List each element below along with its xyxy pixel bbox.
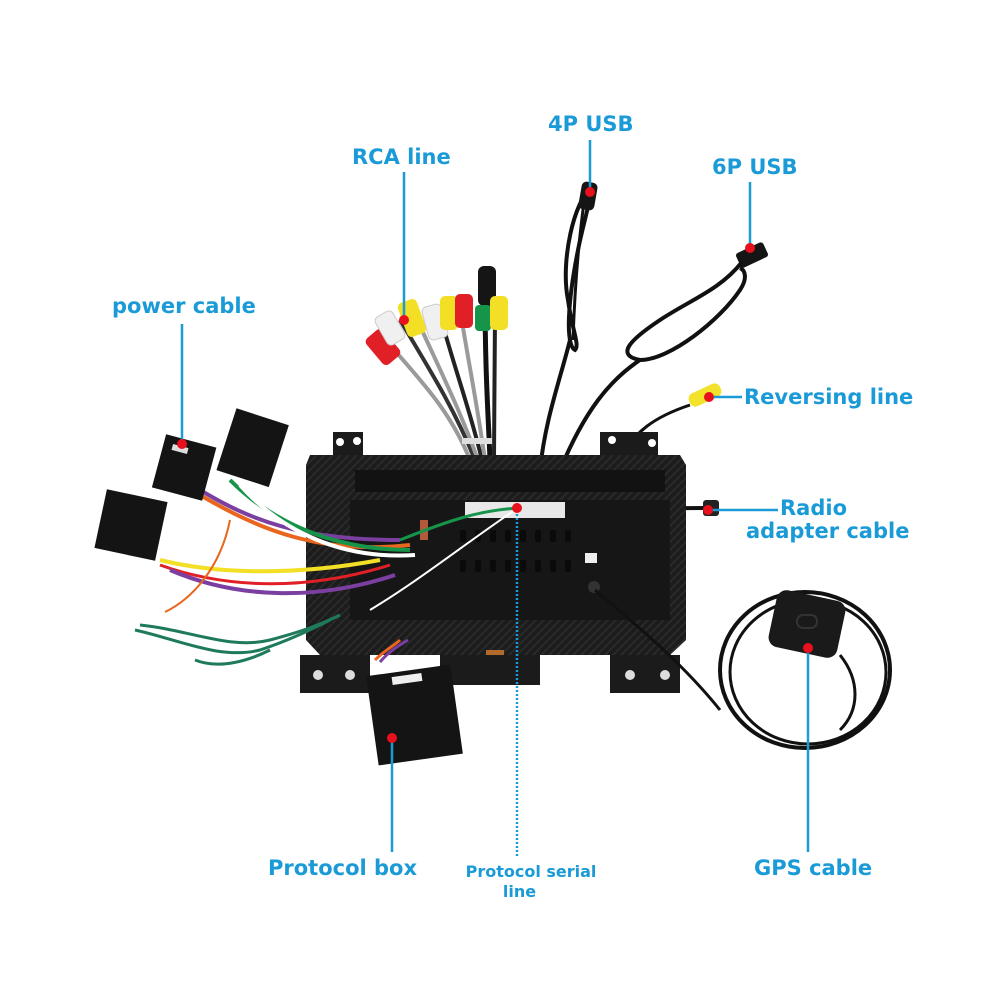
marker-dot-icon: [703, 505, 713, 515]
callout-leader-lines: [180, 140, 810, 858]
marker-dot-icon: [704, 392, 714, 402]
label-protocol-box: Protocol box: [268, 856, 418, 880]
label-reversing-line: Reversing line: [744, 385, 914, 409]
marker-dot-icon: [399, 315, 409, 325]
label-power-cable: power cable: [112, 294, 256, 318]
label-gps-cable: GPS cable: [754, 856, 873, 880]
rca-line-bundle: [365, 266, 508, 461]
marker-dot-icon: [803, 643, 813, 653]
label-radio-adapter-1: Radio: [780, 496, 847, 520]
marker-dot-icon: [512, 503, 522, 513]
marker-dot-icon: [177, 439, 187, 449]
label-4p-usb: 4P USB: [548, 112, 634, 136]
marker-dot-icon: [387, 733, 397, 743]
usb-6p-cable: [558, 242, 768, 471]
power-cable-harness: [94, 408, 521, 666]
label-6p-usb: 6P USB: [712, 155, 798, 179]
usb-4p-cable: [538, 181, 598, 471]
label-protocol-serial-1: Protocol serial: [465, 862, 597, 881]
head-unit-chassis: [300, 432, 686, 693]
label-radio-adapter-2: adapter cable: [746, 519, 910, 543]
marker-dot-icon: [745, 243, 755, 253]
marker-dot-icon: [585, 187, 595, 197]
label-rca-line: RCA line: [352, 145, 451, 169]
label-protocol-serial-2: line: [502, 882, 537, 901]
red-dot-markers: [177, 187, 813, 743]
